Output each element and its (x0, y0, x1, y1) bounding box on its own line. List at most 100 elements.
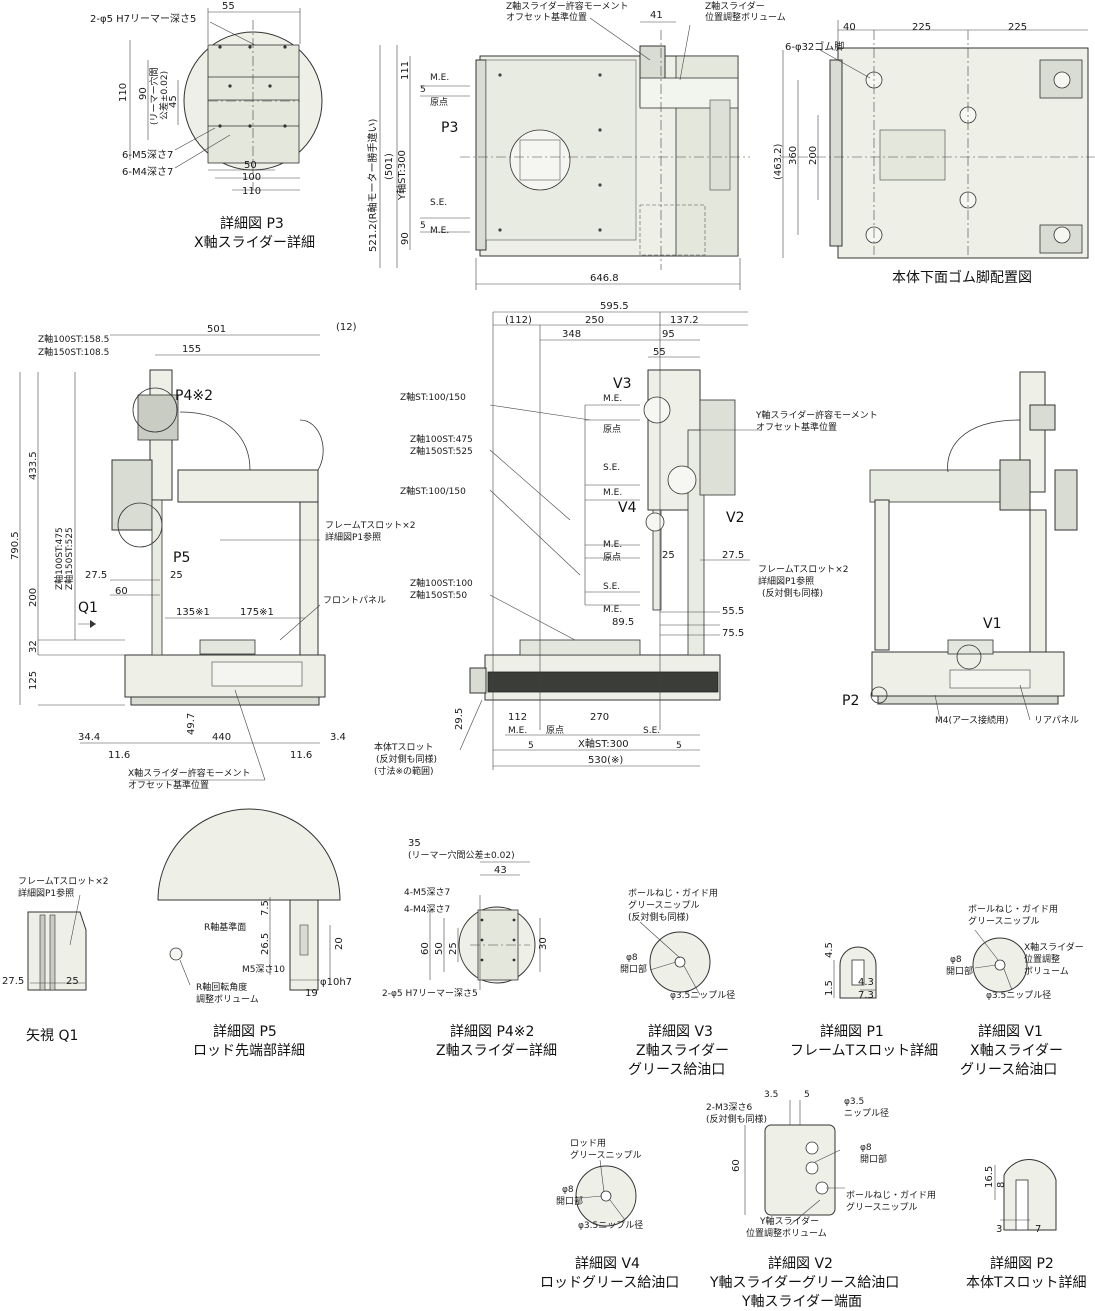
p4-dim-25: 25 (448, 942, 459, 955)
top-z-offset-label-2: オフセット基準位置 (506, 11, 587, 23)
side-xst-label: X軸ST:300 (578, 737, 629, 750)
p2-dim-165: 16.5 (984, 1166, 995, 1188)
v2-nipple-label: ボールねじ・ガイド用 (846, 1190, 936, 1201)
side-origin-label-2: 原点 (603, 552, 621, 563)
front-z150-label: Z軸150ST:108.5 (38, 346, 109, 358)
rear-panel-label: リアパネル (1034, 715, 1079, 726)
side-me-label-2: M.E. (603, 488, 622, 498)
v3-nipple-dia: φ3.5ニップル径 (670, 989, 735, 1001)
side-dim-112b: 112 (508, 712, 527, 723)
p5-dim-20: 20 (334, 937, 345, 950)
top-dim-41: 41 (650, 10, 663, 21)
p4-m4-label: 4-M4深さ7 (404, 904, 450, 915)
p1-caption-sub: フレームTスロット詳細 (790, 1043, 938, 1059)
v2-dim-60: 60 (731, 1159, 742, 1172)
v4-hole-label-2: 開口部 (556, 1195, 583, 1207)
front-dim-116a: 11.6 (108, 750, 130, 761)
side-v3-label: V3 (613, 376, 631, 392)
bottom-dim-200: 200 (808, 146, 819, 165)
side-me-label-5: M.E. (508, 726, 527, 736)
p5-dim-265: 26.5 (260, 933, 271, 955)
detail-q1: フレームTスロット×2 詳細図P1参照 27.5 25 矢視 Q1 (2, 876, 109, 1044)
side-dim-250: 250 (585, 315, 604, 326)
side-y-offset-label: Y軸スライダー許容モーメント (755, 409, 878, 421)
side-zst2-label: Z軸ST:100/150 (400, 485, 466, 497)
top-dim-111: 111 (400, 61, 411, 80)
top-me-label: M.E. (430, 73, 449, 83)
bottom-dim-225b: 225 (1008, 22, 1027, 33)
front-dim-497: 49.7 (186, 713, 197, 735)
p4-caption: 詳細図 P4※2 (450, 1024, 534, 1040)
p4-tol-label: (リーマー穴間公差±0.02) (408, 849, 515, 861)
rear-v1-label: V1 (983, 616, 1001, 632)
v4-nipple-label: ロッド用 (570, 1138, 606, 1149)
front-dim-175: 175※1 (240, 607, 274, 618)
q1-tslot-label-2: 詳細図P1参照 (18, 887, 74, 899)
p2-dim-8: 8 (996, 1182, 1007, 1188)
front-x-offset-label: X軸スライダー許容モーメント (128, 767, 250, 779)
top-view: Z軸スライダー許容モーメント オフセット基準位置 41 Z軸スライダー 位置調整… (366, 0, 786, 290)
side-z525-label: Z軸150ST:525 (410, 445, 473, 457)
v1-vol-label: X軸スライダー (1024, 941, 1084, 953)
front-tslot-label-2: 詳細図P1参照 (325, 531, 381, 543)
front-dim-275: 27.5 (85, 570, 107, 581)
p2-dim-3: 3 (996, 1224, 1002, 1235)
side-view: 595.5 (112) 250 137.2 348 95 55 Z軸ST:100… (374, 301, 878, 777)
p3-m4-label: 6-M4深さ7 (122, 166, 173, 178)
bottom-view-caption: 本体下面ゴム脚配置図 (892, 269, 1032, 286)
front-p4-label: P4※2 (175, 388, 213, 404)
v1-caption: 詳細図 V1 (978, 1024, 1043, 1040)
side-v4-label: V4 (618, 500, 637, 516)
v2-nipple-label-2: グリースニップル (846, 1201, 918, 1213)
side-dim-275: 27.5 (722, 550, 744, 561)
front-dim-501: 501 (207, 324, 226, 335)
front-z100-label: Z軸100ST:158.5 (38, 333, 109, 345)
v3-hole-label-2: 開口部 (620, 963, 647, 975)
p5-dim-10: φ10h7 (320, 977, 352, 988)
detail-v4: ロッド用 グリースニップル φ8 開口部 φ3.5ニップル径 詳細図 V4 ロッ… (540, 1138, 679, 1291)
side-dim-348: 348 (562, 329, 581, 340)
v3-nipple-label-3: (反対側も同様) (628, 911, 689, 923)
side-dim-5b: 5 (676, 741, 682, 751)
bottom-feet-label: 6-φ32ゴム脚 (785, 40, 844, 53)
p2-caption-sub: 本体Tスロット詳細 (966, 1275, 1087, 1291)
side-se-label: S.E. (603, 463, 620, 473)
p3-caption: 詳細図 P3 (220, 216, 284, 232)
side-btslot-label-2: (反対側も同様) (376, 753, 437, 765)
v2-caption: 詳細図 V2 (768, 1256, 833, 1272)
v4-caption: 詳細図 V4 (575, 1256, 640, 1272)
v1-hole-label-2: 開口部 (946, 965, 973, 977)
rear-view: V1 P2 M4(アース接続用) リアパネル (842, 371, 1079, 726)
detail-p5: R軸基準面 M5深さ10 R軸回転角度 調整ボリューム 7.5 26.5 20 … (157, 808, 352, 1059)
p4-dim-60: 60 (420, 942, 431, 955)
side-dim-895: 89.5 (612, 617, 634, 628)
q1-dim-275: 27.5 (2, 976, 24, 987)
side-dim-5a: 5 (528, 741, 534, 751)
v2-hole-label-2: 開口部 (860, 1153, 887, 1165)
p3-pin-label: 2-φ5 H7リーマー深さ5 (90, 13, 196, 25)
front-dim-34: 3.4 (330, 732, 346, 743)
p1-dim-73: 7.3 (858, 990, 874, 1001)
detail-p3: 55 2-φ5 H7リーマー深さ5 110 90 (リーマー穴間 公差±0.02… (90, 1, 323, 251)
side-tslot-label: フレームTスロット×2 (758, 564, 849, 575)
front-dim-32: 32 (28, 640, 39, 653)
v4-nipple-dia: φ3.5ニップル径 (578, 1219, 643, 1231)
side-se-label-2: S.E. (603, 582, 620, 592)
v4-nipple-label-2: グリースニップル (570, 1149, 642, 1161)
side-z150-label: Z軸150ST:50 (410, 589, 467, 601)
detail-v1: ボールねじ・ガイド用 グリースニップル φ8 開口部 X軸スライダー 位置調整 … (946, 904, 1084, 1078)
front-dim-116b: 11.6 (290, 750, 312, 761)
front-dim-12: (12) (336, 322, 357, 333)
p1-dim-15: 1.5 (824, 980, 835, 996)
p3-tol-label: (リーマー穴間 (148, 67, 160, 125)
q1-tslot-label: フレームTスロット×2 (18, 876, 109, 887)
front-dim-125: 125 (28, 671, 39, 690)
p4-caption-sub: Z軸スライダー詳細 (436, 1043, 557, 1059)
v3-caption: 詳細図 V3 (648, 1024, 713, 1040)
p1-dim-43: 4.3 (858, 977, 874, 988)
p5-m5-label: M5深さ10 (242, 964, 285, 975)
p3-dim-50: 50 (244, 160, 257, 171)
side-dim-112: (112) (505, 315, 532, 326)
v1-nipple-dia: φ3.5ニップル径 (986, 989, 1051, 1001)
